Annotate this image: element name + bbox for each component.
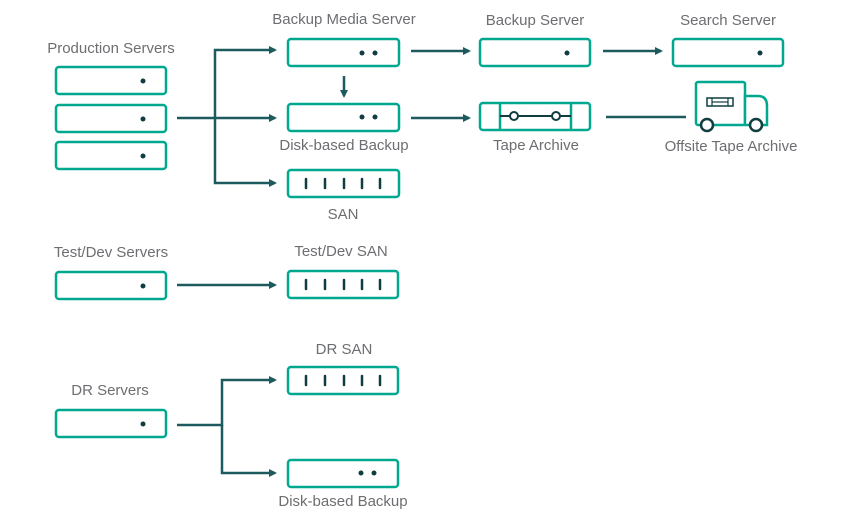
production-server-2 (54, 103, 168, 134)
offsite-tape-archive-label: Offsite Tape Archive (664, 138, 798, 155)
test-dev-servers-label: Test/Dev Servers (53, 244, 169, 261)
search-server (671, 37, 785, 68)
test-dev-san-storage (286, 269, 400, 300)
disk-backup-top (286, 102, 401, 133)
dr-san-storage (286, 365, 400, 396)
truck-icon (694, 80, 769, 133)
test-dev-server (54, 270, 168, 301)
backup-media-server-label: Backup Media Server (272, 11, 416, 28)
backup-server (478, 37, 592, 68)
disk-backup-bottom-label: Disk-based Backup (278, 493, 408, 510)
production-servers-label: Production Servers (47, 40, 175, 57)
dr-connectors (177, 376, 277, 477)
san-label: SAN (327, 206, 359, 223)
dr-servers-label: DR Servers (71, 382, 149, 399)
production-server-3 (54, 140, 168, 171)
dr-san-label: DR SAN (315, 341, 373, 358)
disk-backup-top-label: Disk-based Backup (279, 137, 409, 154)
backup-server-label: Backup Server (485, 12, 585, 29)
backup-media-server (286, 37, 401, 68)
tape-archive (478, 101, 592, 132)
test-dev-san-label: Test/Dev SAN (294, 243, 388, 260)
disk-backup-bottom (286, 458, 400, 489)
production-server-1 (54, 65, 168, 96)
san-storage (286, 168, 401, 199)
dr-server (54, 408, 168, 439)
search-server-label: Search Server (680, 12, 776, 29)
tape-archive-label: Tape Archive (493, 137, 579, 154)
production-connectors (177, 46, 277, 187)
